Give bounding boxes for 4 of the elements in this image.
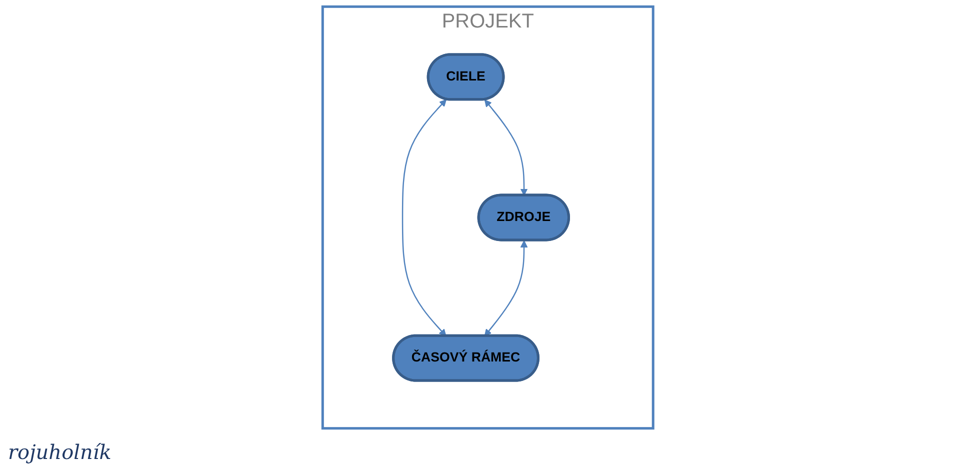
arrow: [484, 100, 528, 196]
arrow: [402, 99, 447, 336]
caption: rojuholník: [8, 440, 112, 464]
arrow: [484, 240, 528, 336]
